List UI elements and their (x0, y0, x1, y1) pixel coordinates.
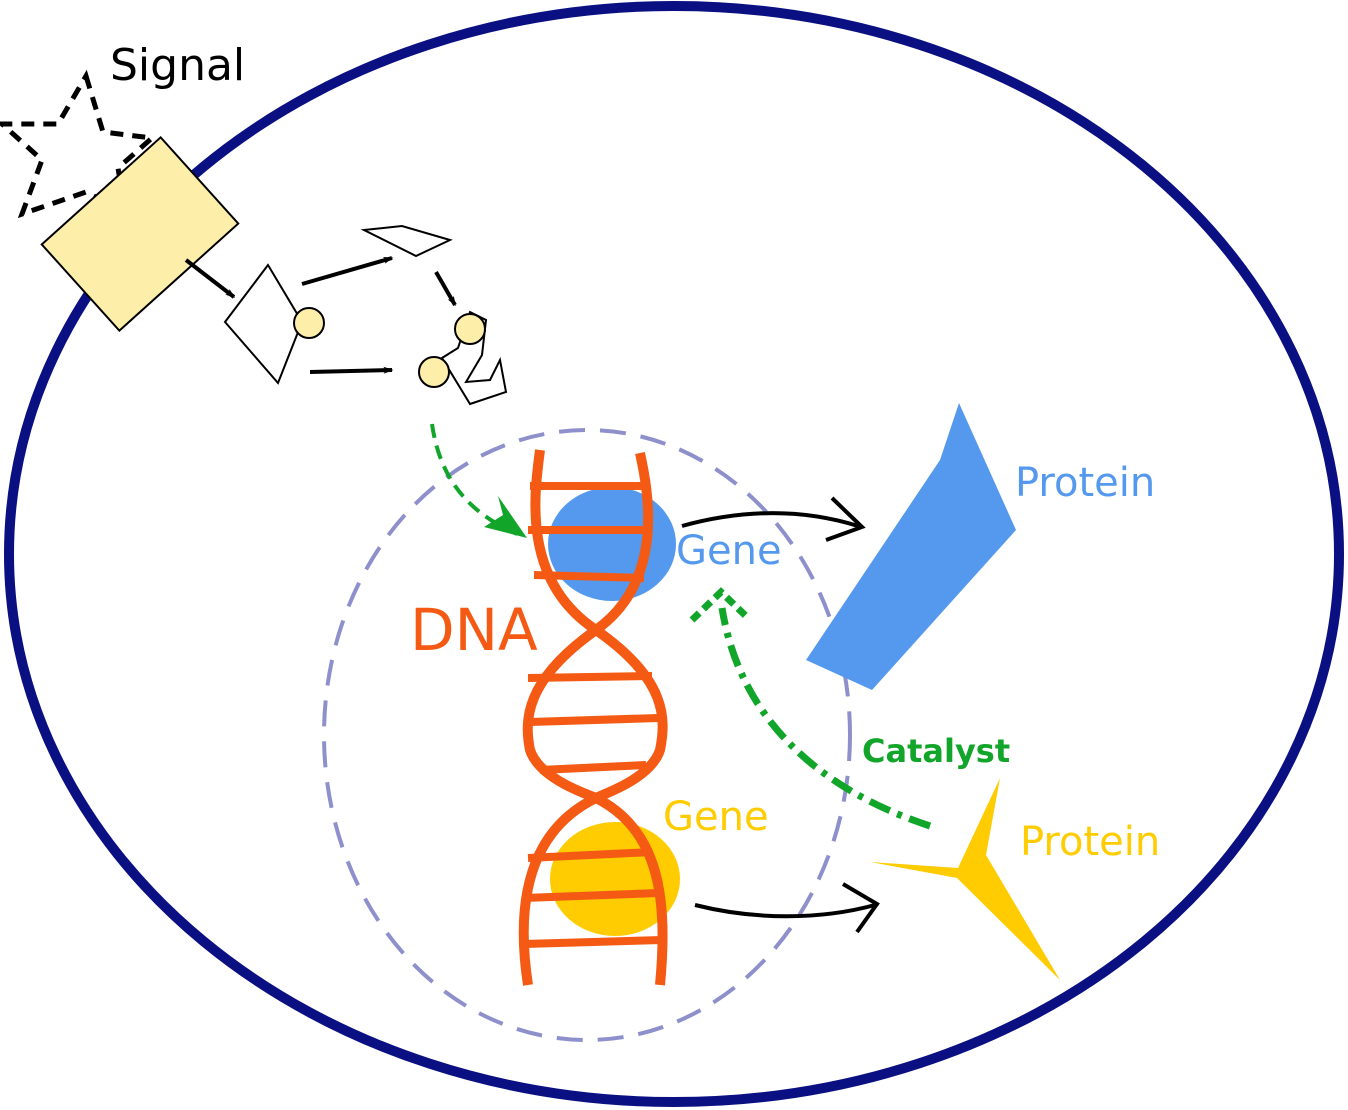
nucleus-outline (322, 428, 852, 1042)
arrow-fragment-down (434, 271, 457, 307)
fragment-shape (360, 224, 453, 258)
phosphate-group-icon (418, 356, 450, 388)
kinase-shape (223, 263, 304, 385)
arrow-kinase-to-fragment (301, 256, 394, 286)
dna-helix (518, 449, 668, 986)
arrow-receptor-to-kinase (184, 258, 236, 299)
expression-arrowhead-bottom (841, 882, 880, 934)
protein-bottom-label: Protein (1020, 819, 1160, 865)
gene-top-label: Gene (676, 528, 782, 574)
dna-label: DNA (410, 596, 538, 664)
phosphate-group-icon (454, 313, 486, 345)
expression-arrowhead-top (825, 496, 866, 542)
expression-arrow-bottom (694, 903, 876, 919)
signal-label: Signal (110, 40, 245, 91)
protein-yellow-shape (870, 778, 1060, 980)
gene-top-region (548, 487, 676, 601)
phosphate-group-icon (293, 307, 325, 339)
arrow-kinase-to-complex (309, 366, 394, 374)
protein-top-label: Protein (1015, 460, 1155, 506)
catalyst-label: Catalyst (862, 732, 1010, 770)
activation-arrowhead (484, 496, 527, 538)
receptor (40, 135, 240, 333)
catalyst-arrow (718, 607, 932, 830)
expression-arrow-top (681, 511, 859, 528)
protein-blue-shape (806, 403, 1016, 690)
catalyst-arrowhead (689, 587, 751, 623)
gene-bottom-label: Gene (663, 794, 769, 840)
cascade-arrows (184, 256, 457, 374)
